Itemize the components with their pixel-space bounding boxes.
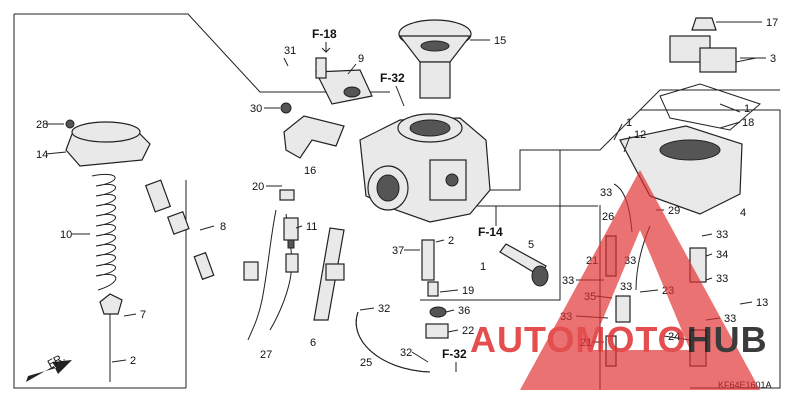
ref-f14: F-14 (478, 225, 503, 239)
front-direction-arrow: FR. (26, 352, 72, 382)
part-label-33: 33 (600, 187, 612, 199)
frame-lines-right (420, 89, 780, 390)
throttle-rod-6 (313, 227, 345, 321)
ref-f32-top: F-32 (380, 71, 405, 85)
jet-set-8 (144, 179, 215, 281)
needle-2 (99, 293, 123, 382)
part-label-18: 18 (742, 117, 754, 129)
leader-line (719, 121, 741, 129)
reference-callouts: F-18 F-32 F-14 F-32 (312, 27, 503, 372)
part-label-32: 32 (400, 347, 412, 359)
leader-line (445, 309, 455, 313)
part-label-10: 10 (60, 229, 72, 241)
part-label-2: 2 (130, 355, 136, 367)
part-label-32: 32 (378, 303, 390, 315)
part-label-30: 30 (250, 103, 262, 115)
watermark: AUTOMOTOHUB (470, 170, 768, 390)
part-label-29: 29 (668, 205, 680, 217)
watermark-hub: HUB (687, 319, 768, 360)
carburetor-body (359, 113, 491, 223)
part-label-1: 1 (480, 261, 486, 273)
part-label-31: 31 (284, 45, 296, 57)
part-label-33: 33 (620, 281, 632, 293)
part-label-33: 33 (716, 229, 728, 241)
leader-line (701, 233, 713, 237)
frame-outline (13, 13, 781, 389)
ref-f18: F-18 (312, 27, 337, 41)
watermark-auto: AUTO (470, 319, 575, 360)
leader-line (411, 351, 429, 363)
leader-line (719, 103, 741, 113)
part-label-19: 19 (462, 285, 474, 297)
part-label-22: 22 (462, 325, 474, 337)
bracket-30 (280, 102, 345, 159)
part-label-13: 13 (756, 297, 768, 309)
part-label-5: 5 (528, 239, 534, 251)
part-label-25: 25 (360, 357, 372, 369)
part-label-26: 26 (602, 211, 614, 223)
watermark-moto: MOTO (575, 319, 686, 360)
adjust-screw-5 (499, 243, 549, 287)
part-label-17: 17 (766, 17, 778, 29)
leader-line (45, 151, 67, 155)
part-label-36: 36 (458, 305, 470, 317)
jet-parts-37-19 (421, 239, 449, 339)
ref-f32-bottom: F-32 (442, 347, 467, 361)
leader-line (739, 301, 753, 305)
wire-harness-27 (243, 189, 299, 341)
watermark-triangle-icon (520, 170, 760, 390)
part-label-20: 20 (252, 181, 264, 193)
part-label-37: 37 (392, 245, 404, 257)
part-label-27: 27 (260, 349, 272, 361)
sensor-11 (283, 217, 299, 249)
part-label-1: 1 (744, 103, 750, 115)
part-label-33: 33 (724, 313, 736, 325)
leader-line (347, 63, 357, 75)
watermark-text: AUTOMOTOHUB (470, 319, 768, 360)
leader-line (111, 359, 127, 363)
leader-line (123, 313, 137, 317)
carb-top-cover-9 (315, 57, 373, 105)
leader-line (439, 289, 459, 293)
leader-line (283, 57, 289, 67)
spring-10 (91, 173, 117, 291)
part-label-3: 3 (770, 53, 776, 65)
part-label-11: 11 (306, 221, 317, 233)
cap-assembly-14 (65, 119, 151, 167)
part-label-6: 6 (310, 337, 316, 349)
float-parts-3-17 (669, 17, 757, 73)
diaphragm-funnel-15 (398, 19, 472, 99)
part-label-9: 9 (358, 53, 364, 65)
part-label-33: 33 (562, 275, 574, 287)
part-label-4: 4 (740, 207, 746, 219)
part-label-15: 15 (494, 35, 506, 47)
part-label-12: 12 (634, 129, 646, 141)
part-label-34: 34 (716, 249, 728, 261)
leader-line (705, 253, 713, 257)
part-label-14: 14 (36, 149, 48, 161)
hose-25 (355, 311, 431, 373)
leader-line (359, 307, 375, 311)
part-label-1: 1 (626, 117, 632, 129)
part-label-8: 8 (220, 221, 226, 233)
part-label-28: 28 (36, 119, 48, 131)
leader-line (613, 123, 623, 141)
leader-line (435, 239, 445, 243)
part-label-16: 16 (304, 165, 316, 177)
leader-line (199, 225, 215, 231)
leader-line (447, 329, 459, 333)
part-label-33: 33 (716, 273, 728, 285)
leader-line (639, 289, 659, 293)
part-label-7: 7 (140, 309, 146, 321)
leader-line (295, 225, 303, 229)
leader-line (705, 277, 713, 281)
leader-line (623, 135, 631, 153)
part-label-2: 2 (448, 235, 454, 247)
part-label-24: 24 (668, 331, 680, 343)
